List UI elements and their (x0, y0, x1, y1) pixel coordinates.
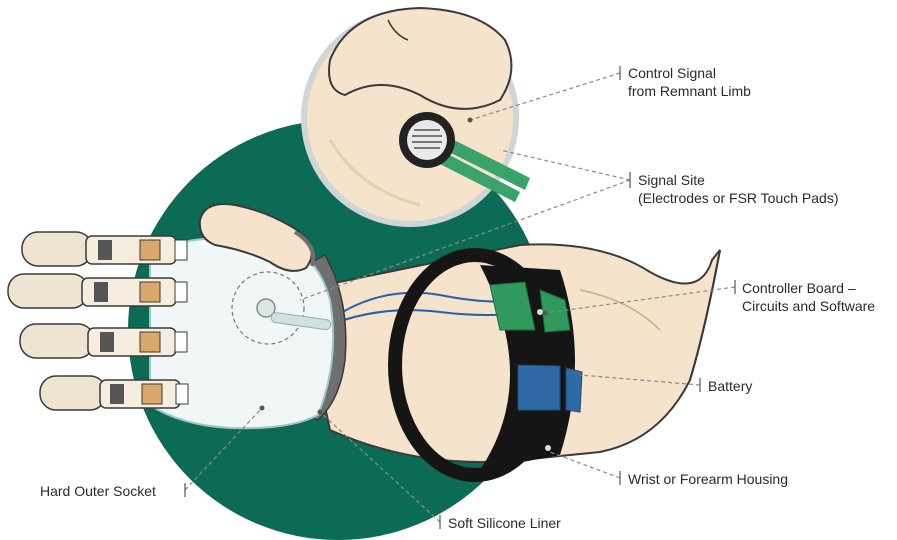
finger-3 (20, 324, 187, 358)
battery (518, 365, 582, 412)
label-soft-silicone-liner-line1: Soft Silicone Liner (448, 514, 561, 532)
label-control-signal-line1: Control Signal (628, 64, 751, 82)
label-battery-line1: Battery (708, 377, 752, 395)
label-controller-board: Controller Board – Circuits and Software (742, 279, 875, 315)
label-controller-board-line2: Circuits and Software (742, 297, 875, 315)
finger-2 (8, 274, 187, 308)
finger-1 (22, 232, 187, 266)
label-battery: Battery (708, 377, 752, 395)
label-control-signal-line2: from Remnant Limb (628, 82, 751, 100)
label-hard-outer-socket: Hard Outer Socket (40, 482, 156, 500)
remnant-limb-inset (304, 8, 530, 224)
label-wrist-housing: Wrist or Forearm Housing (628, 470, 788, 488)
label-signal-site-line1: Signal Site (638, 171, 839, 189)
label-wrist-housing-line1: Wrist or Forearm Housing (628, 470, 788, 488)
label-soft-silicone-liner: Soft Silicone Liner (448, 514, 561, 532)
label-signal-site: Signal Site (Electrodes or FSR Touch Pad… (638, 171, 839, 207)
label-hard-outer-socket-line1: Hard Outer Socket (40, 482, 156, 500)
label-control-signal: Control Signal from Remnant Limb (628, 64, 751, 100)
label-controller-board-line1: Controller Board – (742, 279, 875, 297)
label-signal-site-line2: (Electrodes or FSR Touch Pads) (638, 189, 839, 207)
finger-4 (40, 376, 188, 410)
